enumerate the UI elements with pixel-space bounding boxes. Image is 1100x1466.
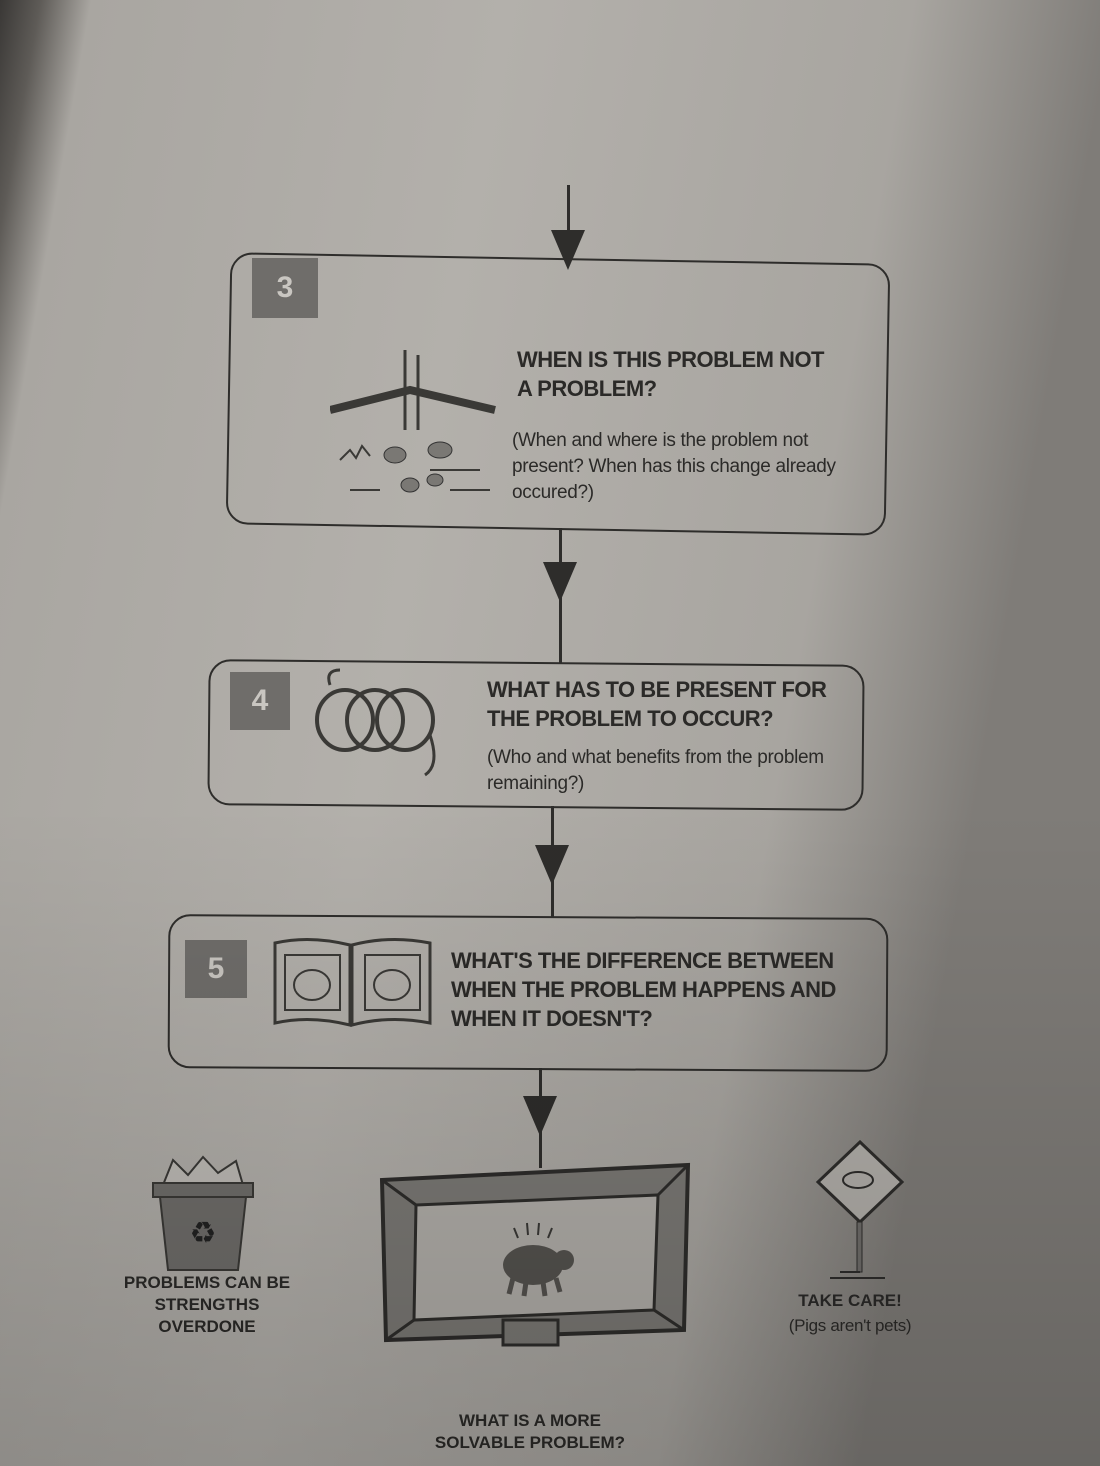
left-caption: PROBLEMS CAN BE STRENGTHS OVERDONE [123,1273,291,1336]
svg-text:♻: ♻ [190,1217,217,1250]
earthquake-icon [330,350,496,493]
step-title: WHAT HAS TO BE PRESENT FOR THE PROBLEM T… [487,677,827,731]
step-subtitle: (When and where is the problem not prese… [512,430,836,503]
picture-frame-pig-icon [379,1162,691,1347]
arrow-down-icon [523,1096,557,1136]
step-number-badge: 4 [230,672,290,730]
arrow-down-icon [543,562,577,602]
right-subcaption: (Pigs aren't pets) [788,1316,912,1335]
center-caption: WHAT IS A MORE SOLVABLE PROBLEM? [434,1411,626,1452]
step-title: WHEN IS THIS PROBLEM NOT A PROBLEM? [517,347,825,401]
cable-coil-icon [315,668,436,777]
step-title: WHAT'S THE DIFFERENCE BETWEEN WHEN THE P… [451,948,836,1031]
open-book-pigs-icon [273,937,432,1027]
connector-line [567,185,570,260]
step-number-badge: 3 [252,258,318,318]
recycle-bin-icon: ♻ [152,1155,254,1271]
pig-warning-sign-icon [815,1140,905,1279]
step-number-badge: 5 [185,940,247,998]
arrow-down-icon [551,230,585,270]
arrow-down-icon [535,845,569,885]
step-subtitle: (Who and what benefits from the problem … [487,747,824,794]
right-caption: TAKE CARE! [798,1291,902,1310]
